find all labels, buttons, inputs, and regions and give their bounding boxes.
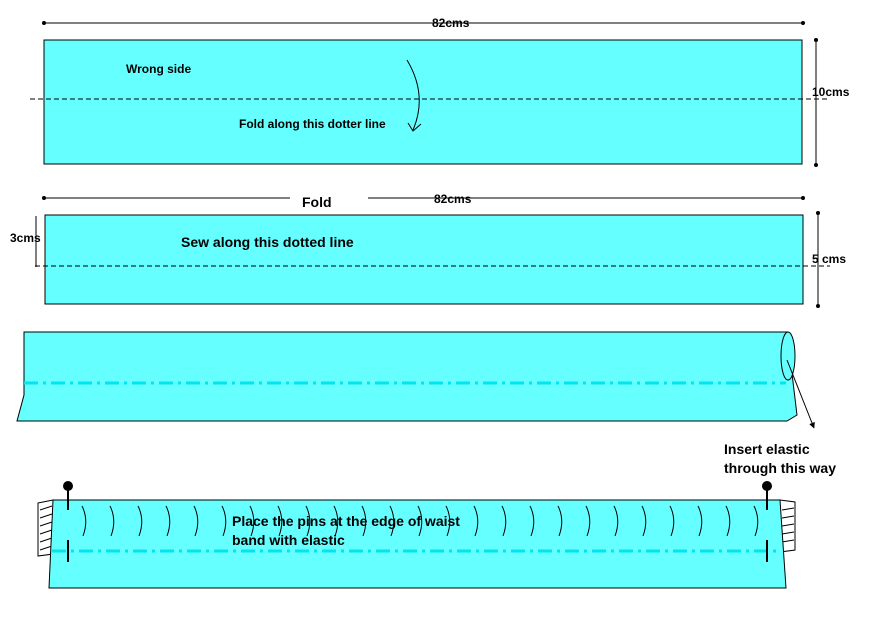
panel1-height-label: 10cms — [812, 85, 850, 99]
dimension-end-dot — [814, 163, 818, 167]
fold-arrow-head — [407, 122, 422, 132]
fold-arrow — [406, 59, 420, 131]
pins-instruction-line1: Place the pins at the edge of waist — [232, 513, 460, 529]
wrong-side-label: Wrong side — [126, 62, 192, 76]
dimension-end-dot — [816, 304, 820, 308]
gather-line — [333, 505, 339, 537]
pin-head — [762, 481, 772, 491]
panel1-width-label: 82cms — [432, 16, 470, 30]
dimension-end-dot — [814, 38, 818, 42]
gather-line — [137, 505, 143, 537]
gather-line — [417, 505, 423, 537]
insert-elastic-line2: through this way — [724, 460, 836, 476]
gather-line — [109, 505, 115, 537]
gather-line — [305, 505, 311, 537]
elastic-stripes — [39, 505, 795, 551]
fold-instruction-label: Fold along this dotter line — [239, 117, 386, 131]
panel-3-sewn-tube — [16, 331, 815, 429]
tube-opening — [780, 331, 796, 381]
gather-line — [557, 505, 563, 537]
gathered-band-body — [48, 499, 787, 589]
gather-line — [529, 505, 535, 537]
gather-line — [585, 505, 591, 537]
panel-4-gathered-band — [37, 481, 796, 589]
gather-line — [641, 505, 647, 537]
gather-line — [613, 505, 619, 537]
sew-instruction-label: Sew along this dotted line — [181, 234, 354, 250]
gather-line — [249, 505, 255, 537]
gather-line — [445, 505, 451, 537]
gather-line — [165, 505, 171, 537]
gather-line — [361, 505, 367, 537]
dimension-end-dot — [801, 196, 805, 200]
insert-elastic-line1: Insert elastic — [724, 441, 810, 457]
insert-arrow — [786, 359, 815, 429]
gather-line — [753, 505, 759, 537]
gather-line — [81, 505, 87, 537]
dimension-end-dot — [801, 21, 805, 25]
gather-line — [193, 505, 199, 537]
pin-head — [63, 481, 73, 491]
gather-line — [277, 505, 283, 537]
folded-fabric-strip — [44, 214, 804, 305]
fabric-strip — [43, 39, 803, 165]
fold-label: Fold — [302, 194, 332, 210]
panel2-width-label: 82cms — [434, 192, 472, 206]
gather-line — [221, 505, 227, 537]
dimension-end-dot — [42, 196, 46, 200]
panel-2-folded-strip — [35, 196, 830, 308]
panel2-height-label: 5 cms — [812, 252, 847, 266]
dimension-end-dot — [816, 211, 820, 215]
seam-allowance-label: 3cms — [10, 231, 41, 245]
gather-line — [725, 505, 731, 537]
gather-line — [669, 505, 675, 537]
gather-lines — [81, 505, 759, 537]
gather-line — [501, 505, 507, 537]
gather-line — [697, 505, 703, 537]
gather-line — [473, 505, 479, 537]
tube-body — [16, 331, 798, 422]
gather-line — [389, 505, 395, 537]
panel-1-flat-strip — [30, 21, 830, 167]
dimension-end-dot — [42, 21, 46, 25]
pins-instruction-line2: band with elastic — [232, 532, 345, 548]
